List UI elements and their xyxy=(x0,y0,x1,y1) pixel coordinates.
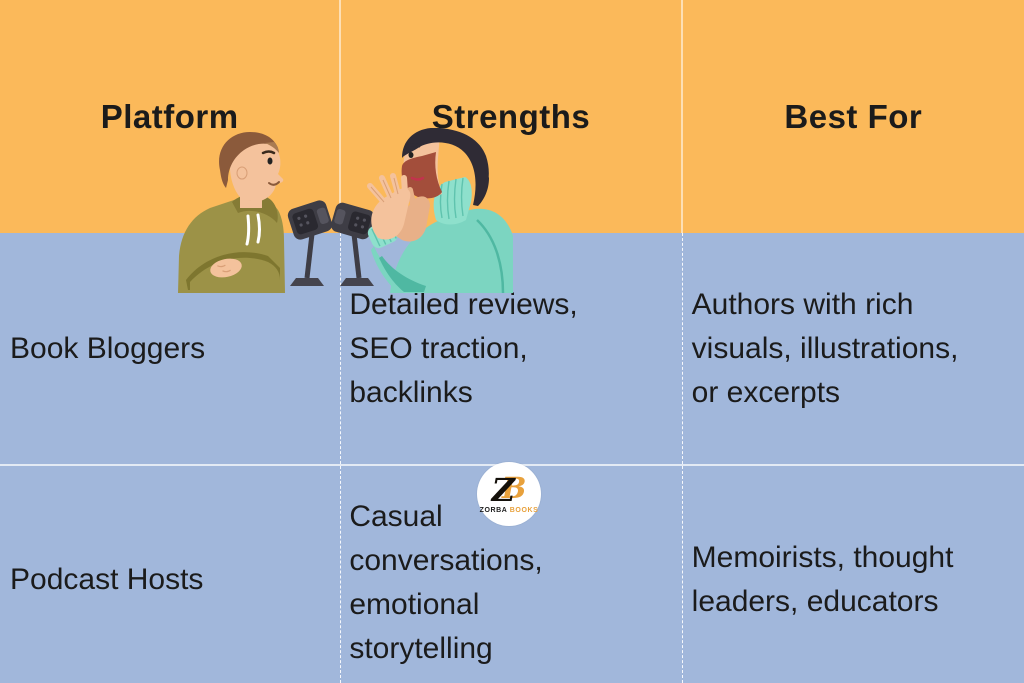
wordmark-books: BOOKS xyxy=(509,507,539,514)
cell-text: Podcast Hosts xyxy=(10,562,204,596)
left-speaker-figure xyxy=(178,132,285,293)
cell-text: Book Bloggers xyxy=(10,331,206,365)
right-speaker-hands xyxy=(367,173,430,242)
left-speaker-hand xyxy=(210,258,242,278)
zorba-books-monogram-icon: Z B xyxy=(491,471,527,509)
header-best-for-label: Best For xyxy=(784,97,923,135)
wordmark-zorba: ZORBA xyxy=(479,507,508,514)
zorba-books-wordmark: ZORBA BOOKS xyxy=(480,507,539,514)
cell-strengths-book-bloggers: Detailed reviews,SEO traction,backlinks xyxy=(341,233,683,464)
microphones-icon xyxy=(287,200,375,286)
cell-platform-podcast-hosts: Podcast Hosts xyxy=(0,466,342,683)
header-platform: Platform xyxy=(0,0,342,233)
monogram-b: B xyxy=(501,471,527,505)
header-strengths-label: Strengths xyxy=(431,97,591,135)
monogram-z: Z xyxy=(491,471,515,509)
cell-text: Detailed reviews,SEO traction,backlinks xyxy=(349,287,578,409)
table-header-row: Platform Strengths Best For xyxy=(0,0,1024,233)
podcast-interview-illustration xyxy=(178,128,513,293)
header-best-for: Best For xyxy=(683,0,1024,233)
cell-platform-book-bloggers: Book Bloggers xyxy=(0,233,342,464)
right-speaker-figure xyxy=(367,128,513,293)
zorba-books-logo: Z B ZORBA BOOKS xyxy=(477,462,541,526)
header-platform-label: Platform xyxy=(100,97,239,135)
header-strengths: Strengths xyxy=(341,0,683,233)
